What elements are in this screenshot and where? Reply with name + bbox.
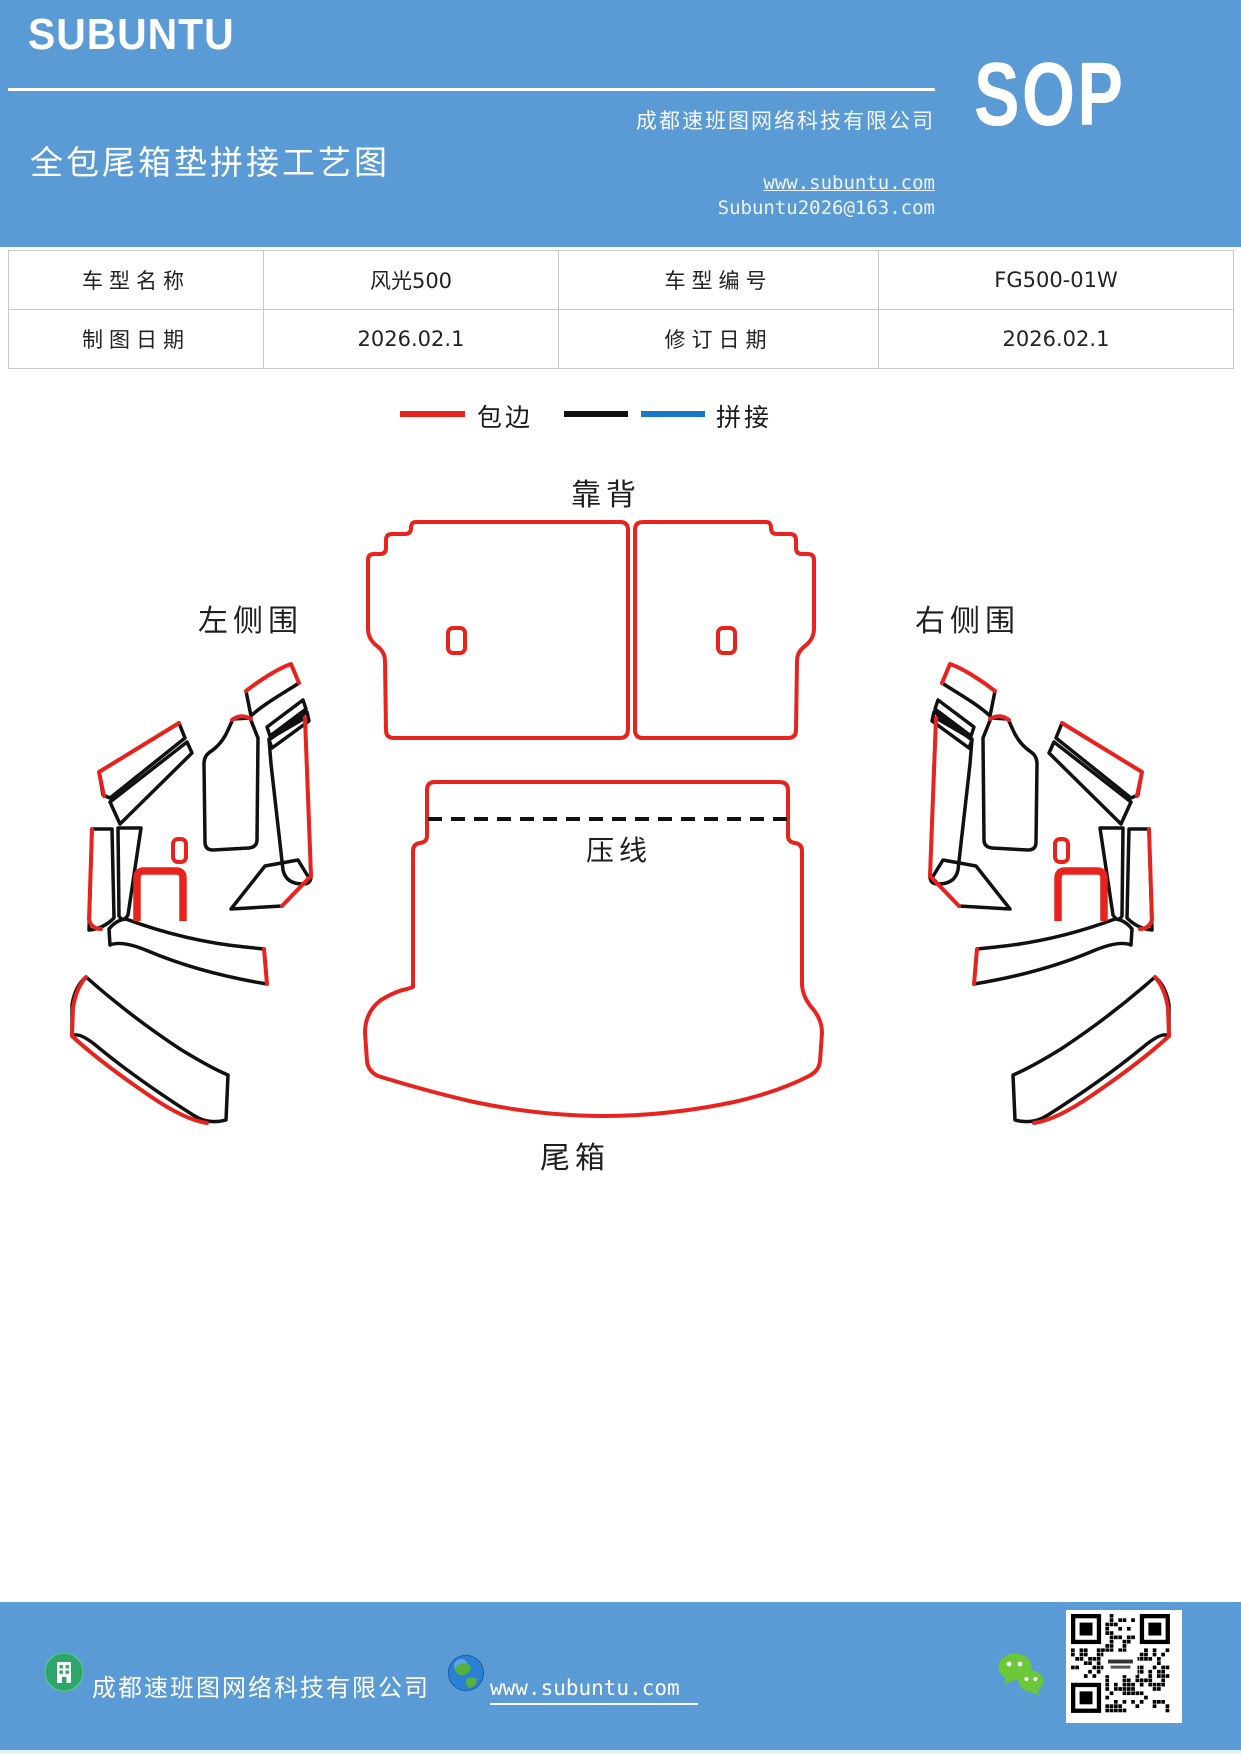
model-name-value: 风光500 bbox=[263, 250, 559, 310]
small-slot bbox=[171, 837, 188, 864]
vehicle-info-table: 车型名称 风光500 车型编号 FG500-01W 制图日期 2026.02.1… bbox=[8, 250, 1234, 369]
backrest-left-slot bbox=[446, 626, 467, 655]
table-row: 制图日期 2026.02.1 修订日期 2026.02.1 bbox=[8, 309, 1234, 369]
backrest-right-slot bbox=[716, 626, 737, 655]
table-row: 车型名称 风光500 车型编号 FG500-01W bbox=[8, 250, 1234, 310]
header-banner bbox=[0, 0, 1241, 247]
revise-date-value: 2026.02.1 bbox=[878, 309, 1234, 369]
globe-icon bbox=[447, 1654, 485, 1692]
footer-bottom-strip bbox=[0, 1750, 1241, 1754]
legend-stitch-label: 拼接 bbox=[716, 403, 773, 432]
sop-badge: SOP bbox=[974, 45, 1126, 145]
wechat-icon bbox=[998, 1653, 1044, 1696]
header-divider bbox=[8, 88, 935, 91]
model-code-label: 车型编号 bbox=[558, 250, 879, 310]
trunk-label: 尾箱 bbox=[540, 1141, 610, 1176]
header-company-name: 成都速班图网络科技有限公司 bbox=[636, 109, 935, 133]
left-side-label: 左侧围 bbox=[198, 604, 303, 639]
right-side-label: 右侧围 bbox=[915, 604, 1020, 639]
press-line-label: 压线 bbox=[586, 834, 653, 867]
qr-code bbox=[1066, 1610, 1182, 1723]
model-name-label: 车型名称 bbox=[8, 250, 264, 310]
legend-stitch-blue-swatch bbox=[641, 411, 705, 417]
revise-date-label: 修订日期 bbox=[558, 309, 879, 369]
left-side-pieces bbox=[70, 662, 313, 1125]
sill-edgewrap bbox=[133, 867, 187, 921]
draw-date-label: 制图日期 bbox=[8, 309, 264, 369]
right-side-pieces bbox=[930, 664, 1169, 1123]
draw-date-value: 2026.02.1 bbox=[263, 309, 559, 369]
header-email: Subuntu2026@163.com bbox=[717, 197, 935, 219]
backrest-right-outline bbox=[633, 520, 816, 740]
brand-logo: SUBUNTU bbox=[28, 10, 235, 59]
legend-edgewrap-swatch bbox=[400, 411, 465, 417]
model-code-value: FG500-01W bbox=[878, 250, 1234, 310]
footer-website-link[interactable]: www.subuntu.com bbox=[490, 1676, 698, 1705]
trunk-mat-outline bbox=[363, 780, 824, 1118]
legend-edgewrap-label: 包边 bbox=[477, 403, 534, 432]
header-website-link[interactable]: www.subuntu.com bbox=[763, 172, 935, 194]
backrest-left-outline bbox=[366, 520, 630, 740]
page-title: 全包尾箱垫拼接工艺图 bbox=[30, 143, 390, 182]
backrest-label: 靠背 bbox=[571, 478, 641, 513]
legend-stitch-black-swatch bbox=[564, 411, 628, 417]
footer-company-name: 成都速班图网络科技有限公司 bbox=[92, 1674, 430, 1702]
building-icon bbox=[44, 1652, 84, 1692]
